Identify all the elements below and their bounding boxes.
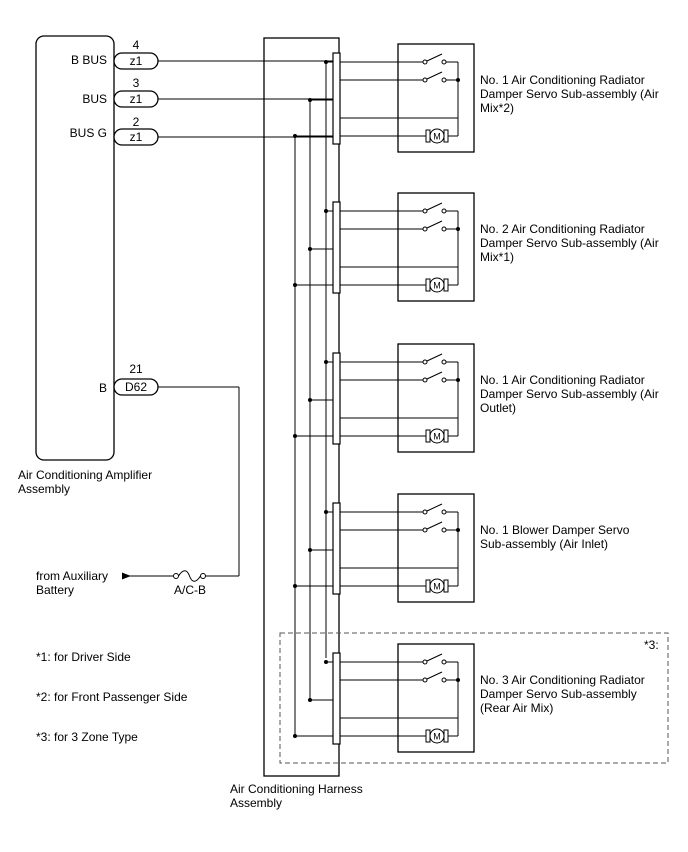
bus-wires <box>158 60 333 736</box>
harness-name-line2: Assembly <box>230 796 282 810</box>
motor-label: M <box>433 281 441 291</box>
zone-3-marker: *3: <box>644 638 659 652</box>
servo-2-name-line2: Damper Servo Sub-assembly (Air <box>480 236 659 250</box>
motor-label: M <box>433 582 441 592</box>
pin-number-3: 3 <box>133 76 140 90</box>
connector-z1-label-2: z1 <box>130 92 143 106</box>
servo-box-5 <box>397 643 475 753</box>
servo-box-4 <box>397 493 475 603</box>
servo-2-name-line3: Mix*1) <box>480 250 514 264</box>
servo-box-3 <box>397 343 475 453</box>
servo-5-name-line2: Damper Servo Sub-assembly <box>480 687 637 701</box>
servo-connector-3 <box>332 352 341 445</box>
fuse-symbol <box>173 570 206 582</box>
servo-3-name-line3: Outlet) <box>480 401 516 415</box>
servo-3-name-line2: Damper Servo Sub-assembly (Air <box>480 387 659 401</box>
pin-number-21: 21 <box>129 362 143 376</box>
servo-3-name-line1: No. 1 Air Conditioning Radiator <box>480 373 645 387</box>
servo-5-name-line3: (Rear Air Mix) <box>480 701 553 715</box>
connector-z1-label-1: z1 <box>130 54 143 68</box>
motor-label: M <box>433 732 441 742</box>
servo-4-name-line1: No. 1 Blower Damper Servo <box>480 523 630 537</box>
notes: *1: for Driver Side *2: for Front Passen… <box>36 650 188 744</box>
power-feed: A/C-B from Auxiliary Battery <box>36 386 240 597</box>
servo-1-name-line1: No. 1 Air Conditioning Radiator <box>480 73 645 87</box>
servo-box-2 <box>397 192 475 302</box>
connector-d62-label: D62 <box>125 380 147 394</box>
amplifier-name-line1: Air Conditioning Amplifier <box>18 468 152 482</box>
harness-assembly: Air Conditioning Harness Assembly <box>230 37 363 810</box>
harness-name-line1: Air Conditioning Harness <box>230 782 363 796</box>
amplifier-assembly: Air Conditioning Amplifier Assembly B BU… <box>18 35 159 496</box>
pin-number-2: 2 <box>133 115 140 129</box>
servo-connector-5 <box>332 652 341 745</box>
pin-label-b-bus: B BUS <box>71 53 107 67</box>
servo-box-1 <box>397 43 475 153</box>
pin-number-4: 4 <box>133 38 140 52</box>
note-2: *2: for Front Passenger Side <box>36 690 188 704</box>
servo-5-name-line1: No. 3 Air Conditioning Radiator <box>480 673 645 687</box>
servo-1-name-line3: Mix*2) <box>480 101 514 115</box>
note-3: *3: for 3 Zone Type <box>36 730 138 744</box>
note-1: *1: for Driver Side <box>36 650 131 664</box>
servo-connector-2 <box>332 201 341 294</box>
connector-z1-label-3: z1 <box>130 130 143 144</box>
harness-box <box>263 37 340 777</box>
zone-3-region <box>279 632 669 764</box>
power-source-line2: Battery <box>36 583 74 597</box>
arrow-icon <box>122 572 131 580</box>
servo-4-name-line2: Sub-assembly (Air Inlet) <box>480 537 608 551</box>
pin-label-b: B <box>99 381 107 395</box>
servo-connector-1 <box>332 52 341 145</box>
amplifier-name-line2: Assembly <box>18 482 70 496</box>
fuse-label: A/C-B <box>174 583 206 597</box>
motor-label: M <box>433 132 441 142</box>
servo-connector-4 <box>332 502 341 595</box>
pin-label-bus-g: BUS G <box>70 126 107 140</box>
motor-label: M <box>433 432 441 442</box>
pin-label-bus: BUS <box>82 92 107 106</box>
servo-2-name-line1: No. 2 Air Conditioning Radiator <box>480 222 645 236</box>
amplifier-box <box>35 35 115 461</box>
power-source-line1: from Auxiliary <box>36 569 108 583</box>
servo-1-name-line2: Damper Servo Sub-assembly (Air <box>480 87 659 101</box>
